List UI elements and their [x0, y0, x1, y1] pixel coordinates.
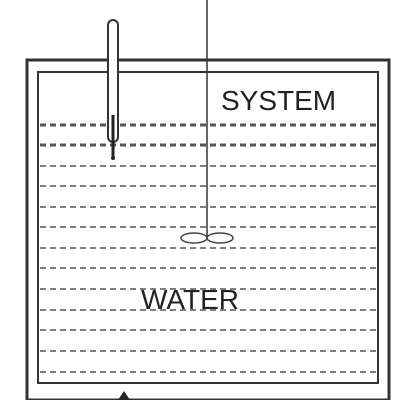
- heater-tip-icon: [118, 391, 130, 400]
- system-label: SYSTEM: [221, 85, 336, 116]
- inner-wall: [37, 71, 379, 384]
- stirrer-icon: [180, 0, 234, 244]
- outer-wall: [25, 58, 391, 400]
- water-label: WATER: [141, 284, 239, 315]
- water-surface-lines: [40, 123, 376, 373]
- thermometer-icon: [107, 19, 119, 160]
